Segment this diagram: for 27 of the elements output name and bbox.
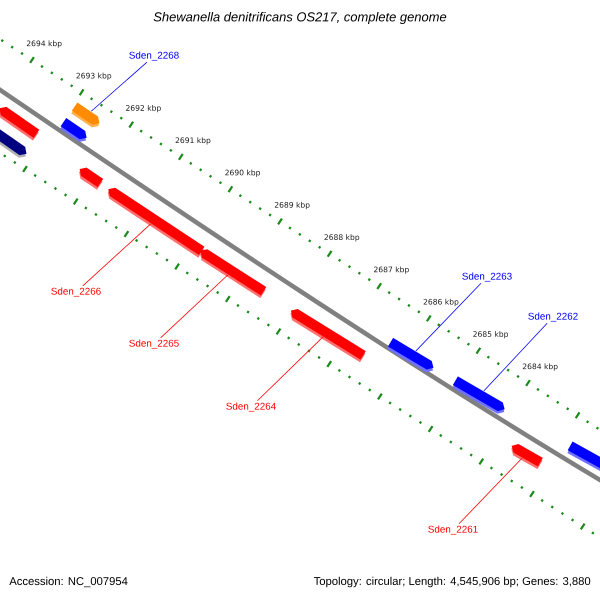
leader-line <box>257 336 324 402</box>
gene-marker <box>60 118 87 142</box>
gene-label: Sden_2263 <box>462 272 512 282</box>
title: Shewanella denitrificans OS217, complete genome <box>154 12 446 24</box>
gene-marker <box>108 188 204 258</box>
gene-label: Sden_2262 <box>528 312 578 322</box>
gene-label: Sden_2268 <box>129 51 179 61</box>
leader-line <box>160 274 228 338</box>
footer-text: Accession: NC_007954 <box>9 576 128 588</box>
gene-marker <box>79 168 104 190</box>
leader-line <box>483 322 548 392</box>
gene-marker <box>0 106 40 141</box>
gene-marker <box>388 338 434 372</box>
gene-label: Sden_2266 <box>51 287 101 297</box>
leader-line <box>90 62 148 112</box>
gene-label: Sden_2261 <box>428 525 478 535</box>
gene-marker <box>71 102 100 128</box>
gene-marker <box>452 376 505 414</box>
gene-marker <box>511 444 543 470</box>
gene-label: Sden_2265 <box>129 339 179 349</box>
gene-label: Sden_2264 <box>226 402 276 412</box>
footer-text: Topology: circular; Length: 4,545,906 bp; Genes: 3,880 <box>314 576 590 588</box>
gene-marker <box>290 309 366 362</box>
leader-line <box>458 458 522 524</box>
leader-line <box>82 223 152 286</box>
leader-line <box>416 282 482 352</box>
gene-marker <box>200 249 266 298</box>
